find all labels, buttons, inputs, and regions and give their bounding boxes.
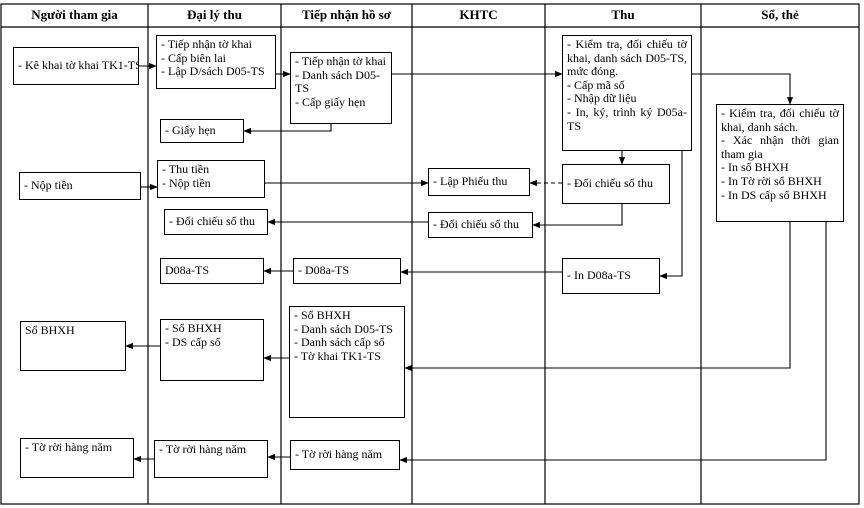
node-line: - In Tờ rời sổ BHXH bbox=[721, 173, 822, 188]
node-line: - Đối chiếu số thu bbox=[169, 214, 255, 229]
node-line: Sổ BHXH bbox=[25, 323, 75, 337]
edge-ho-so-to-giay-hen bbox=[243, 124, 332, 135]
node-khtc-doi-chieu: - Đối chiếu số thu bbox=[428, 212, 533, 238]
node-line: - Danh sách D05-TS bbox=[294, 321, 393, 336]
node-line: - Kiểm tra, đối chiếu tờ khai, danh sách… bbox=[721, 106, 839, 134]
node-line: - Danh sách D05-TS bbox=[295, 67, 380, 96]
edge-thu-doi-chieu-to-khtc bbox=[532, 204, 623, 229]
node-lap-phieu-thu: - Lập Phiếu thu bbox=[428, 168, 530, 196]
node-thu-doi-chieu: - Đối chiếu số thu bbox=[562, 164, 670, 204]
lane-header-so-the: Sổ, thẻ bbox=[761, 7, 799, 22]
node-line: - Nộp tiền bbox=[162, 175, 211, 190]
node-thu-in-d08a: - In D08a-TS bbox=[562, 258, 660, 294]
lane-header-khtc: KHTC bbox=[459, 7, 498, 22]
lane-frame bbox=[0, 3, 860, 505]
lane-header-nguoi-tham-gia: Người tham gia bbox=[31, 7, 118, 22]
node-line: - Sổ BHXH bbox=[294, 308, 351, 322]
node-line: - Thu tiền bbox=[162, 162, 210, 176]
node-so-the-kiem-tra: - Kiểm tra, đối chiếu tờ khai, danh sách… bbox=[716, 104, 844, 222]
node-dai-ly-thu-tien: - Thu tiền - Nộp tiền bbox=[157, 160, 265, 198]
node-line: - Tờ rời hàng năm bbox=[295, 447, 383, 462]
node-line: - Tờ khai TK1-TS bbox=[294, 348, 381, 363]
node-line: - Tờ rời hàng năm bbox=[159, 442, 247, 456]
node-ho-so-d08a: - D08a-TS bbox=[293, 258, 401, 284]
node-line: - Cấp mã số bbox=[567, 77, 625, 92]
node-line: - In DS cấp sổ BHXH bbox=[721, 187, 827, 202]
node-line: - D08a-TS bbox=[298, 263, 349, 278]
node-dai-ly-doi-chieu: - Đối chiếu số thu bbox=[164, 209, 268, 235]
node-nop-tien: - Nộp tiền bbox=[19, 172, 141, 200]
node-line: - Đối chiếu số thu bbox=[567, 176, 653, 191]
node-dai-ly-so-bhxh: - Sổ BHXH - DS cấp sổ bbox=[160, 319, 264, 381]
node-line: - In D08a-TS bbox=[567, 268, 631, 283]
edge-thu-kiem-tra-to-in-d08a bbox=[659, 151, 683, 280]
node-line: - Tiếp nhận tờ khai bbox=[161, 37, 253, 51]
node-line: - Đối chiếu số thu bbox=[433, 217, 519, 232]
flow-edges bbox=[125, 62, 827, 464]
node-line: - Giấy hẹn bbox=[165, 123, 216, 138]
node-line: D08a-TS bbox=[165, 263, 209, 278]
node-dai-ly-tiep-nhan: - Tiếp nhận tờ khai - Cấp biên lai - Lập… bbox=[156, 35, 276, 89]
edge-thu-to-so-the bbox=[692, 73, 794, 105]
node-line: - Nộp tiền bbox=[24, 178, 73, 193]
node-line: - Nhập dữ liệu bbox=[567, 91, 637, 106]
lane-header-tiep-nhan-ho-so: Tiếp nhận hồ sơ bbox=[302, 7, 391, 22]
node-line: - Tiếp nhận tờ khai bbox=[295, 54, 387, 68]
node-line: - Sổ BHXH bbox=[165, 321, 222, 335]
node-line: - Danh sách cấp sổ bbox=[294, 335, 385, 350]
node-ho-so-so-bhxh: - Sổ BHXH - Danh sách D05-TS - Danh sách… bbox=[289, 306, 405, 418]
node-ho-so-to-roi: - Tờ rời hàng năm bbox=[290, 440, 400, 470]
node-line: - In sổ BHXH bbox=[721, 160, 789, 175]
node-line: - Cấp giấy hẹn bbox=[295, 94, 366, 109]
node-line: - Lập Phiếu thu bbox=[433, 174, 508, 189]
node-giay-hen: - Giấy hẹn bbox=[160, 119, 244, 143]
node-line: - Cấp biên lai bbox=[161, 50, 226, 65]
node-line: - Xác nhận thời gian tham gia bbox=[721, 133, 839, 161]
node-dai-ly-d08a: D08a-TS bbox=[160, 258, 264, 284]
lane-header-thu: Thu bbox=[611, 7, 635, 22]
node-line: - In, ký, trình ký D05a-TS bbox=[567, 104, 687, 133]
node-line: - Kê khai tờ khai TK1-TS bbox=[18, 58, 139, 73]
node-nguoi-tham-gia-so-bhxh: Sổ BHXH bbox=[20, 321, 126, 371]
node-dai-ly-to-roi: - Tờ rời hàng năm bbox=[154, 440, 268, 478]
node-line: - Lập D/sách D05-TS bbox=[161, 64, 265, 79]
node-line: - Tờ rời hàng năm bbox=[25, 440, 113, 454]
edge-so-the-to-ho-so bbox=[404, 222, 791, 372]
lane-header-dai-ly-thu: Đại lý thu bbox=[187, 7, 242, 22]
node-ho-so-tiep-nhan: - Tiếp nhận tờ khai - Danh sách D05-TS -… bbox=[290, 52, 392, 124]
node-ke-khai-to-khai: - Kê khai tờ khai TK1-TS bbox=[13, 47, 139, 85]
node-thu-kiem-tra: - Kiểm tra, đối chiếu tờ khai, danh sách… bbox=[562, 35, 692, 151]
node-line: - DS cấp sổ bbox=[165, 334, 221, 349]
node-nguoi-tham-gia-to-roi: - Tờ rời hàng năm bbox=[20, 438, 134, 478]
edge-so-the-to-ho-so-to-roi bbox=[399, 222, 827, 464]
node-line: - Kiểm tra, đối chiếu tờ khai, danh sách… bbox=[567, 37, 687, 79]
